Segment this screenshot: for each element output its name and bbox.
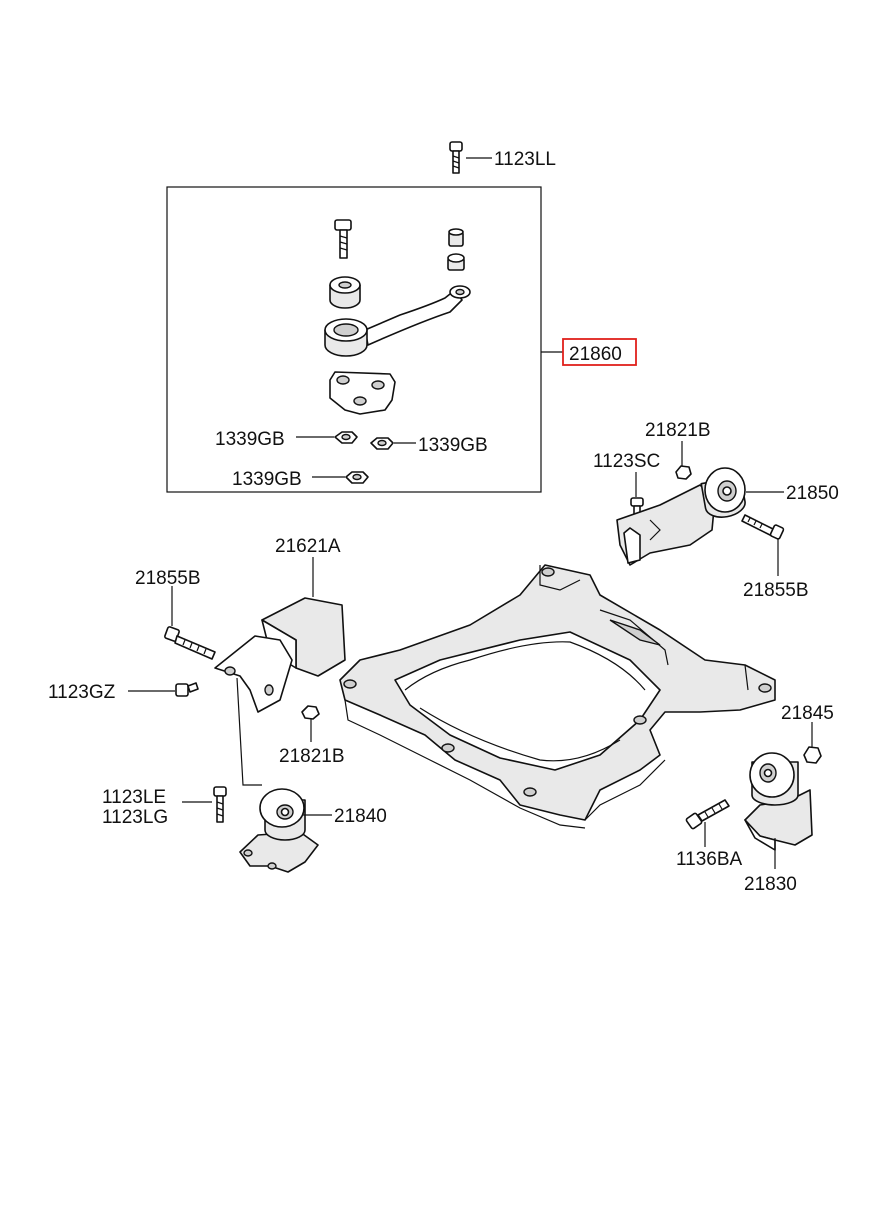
- label-1123gz[interactable]: 1123GZ: [48, 682, 116, 703]
- label-1123lg[interactable]: 1123LG: [102, 807, 168, 828]
- label-21621a[interactable]: 21621A: [275, 536, 341, 557]
- label-1339gb-a[interactable]: 1339GB: [215, 429, 285, 450]
- nut-21821b-mid[interactable]: [301, 705, 320, 720]
- crossmember-subframe[interactable]: [339, 564, 776, 829]
- bolt-1136ba[interactable]: [685, 799, 730, 830]
- torque-rod[interactable]: [324, 285, 471, 357]
- mount-bracket[interactable]: [329, 371, 396, 415]
- label-21840[interactable]: 21840: [334, 806, 387, 827]
- mount-21840[interactable]: [239, 788, 319, 873]
- label-21850[interactable]: 21850: [786, 483, 839, 504]
- label-21860[interactable]: 21860: [569, 344, 622, 365]
- nut-21845[interactable]: [803, 746, 822, 764]
- label-1123ll[interactable]: 1123LL: [494, 149, 556, 170]
- bolt-1123le-lg[interactable]: [213, 786, 227, 823]
- mount-bolt[interactable]: [334, 219, 352, 259]
- label-21821b-top[interactable]: 21821B: [645, 420, 711, 441]
- label-1123le[interactable]: 1123LE: [102, 787, 166, 808]
- mount-21850[interactable]: [616, 467, 747, 566]
- label-21830[interactable]: 21830: [744, 874, 797, 895]
- bolt-21855b-left[interactable]: [164, 626, 216, 660]
- bolt-21855b-right[interactable]: [741, 514, 785, 540]
- label-1123sc[interactable]: 1123SC: [593, 451, 660, 472]
- label-1339gb-b[interactable]: 1339GB: [418, 435, 488, 456]
- nut-1339gb-b[interactable]: [370, 437, 394, 450]
- label-1339gb-c[interactable]: 1339GB: [232, 469, 302, 490]
- label-1136ba[interactable]: 1136BA: [676, 849, 743, 870]
- bushing[interactable]: [329, 276, 361, 309]
- bracket-21621a[interactable]: [214, 597, 346, 713]
- bolt-1123ll[interactable]: [449, 141, 463, 174]
- label-21855b-right[interactable]: 21855B: [743, 580, 809, 601]
- bolt-1123gz[interactable]: [175, 682, 199, 697]
- leader-bracket-to-21840: [236, 677, 262, 786]
- nut-21821b-top[interactable]: [675, 465, 692, 480]
- highlight-box-21860: [562, 338, 637, 366]
- nut-1339gb-c[interactable]: [345, 471, 369, 484]
- label-21855b-left[interactable]: 21855B: [135, 568, 201, 589]
- label-21845[interactable]: 21845: [781, 703, 834, 724]
- label-21821b-mid[interactable]: 21821B: [279, 746, 345, 767]
- mount-21830[interactable]: [744, 752, 813, 851]
- nut-1339gb-a[interactable]: [334, 431, 358, 444]
- assembly-frame-21860: [166, 186, 542, 493]
- spacer-collar[interactable]: [447, 228, 465, 271]
